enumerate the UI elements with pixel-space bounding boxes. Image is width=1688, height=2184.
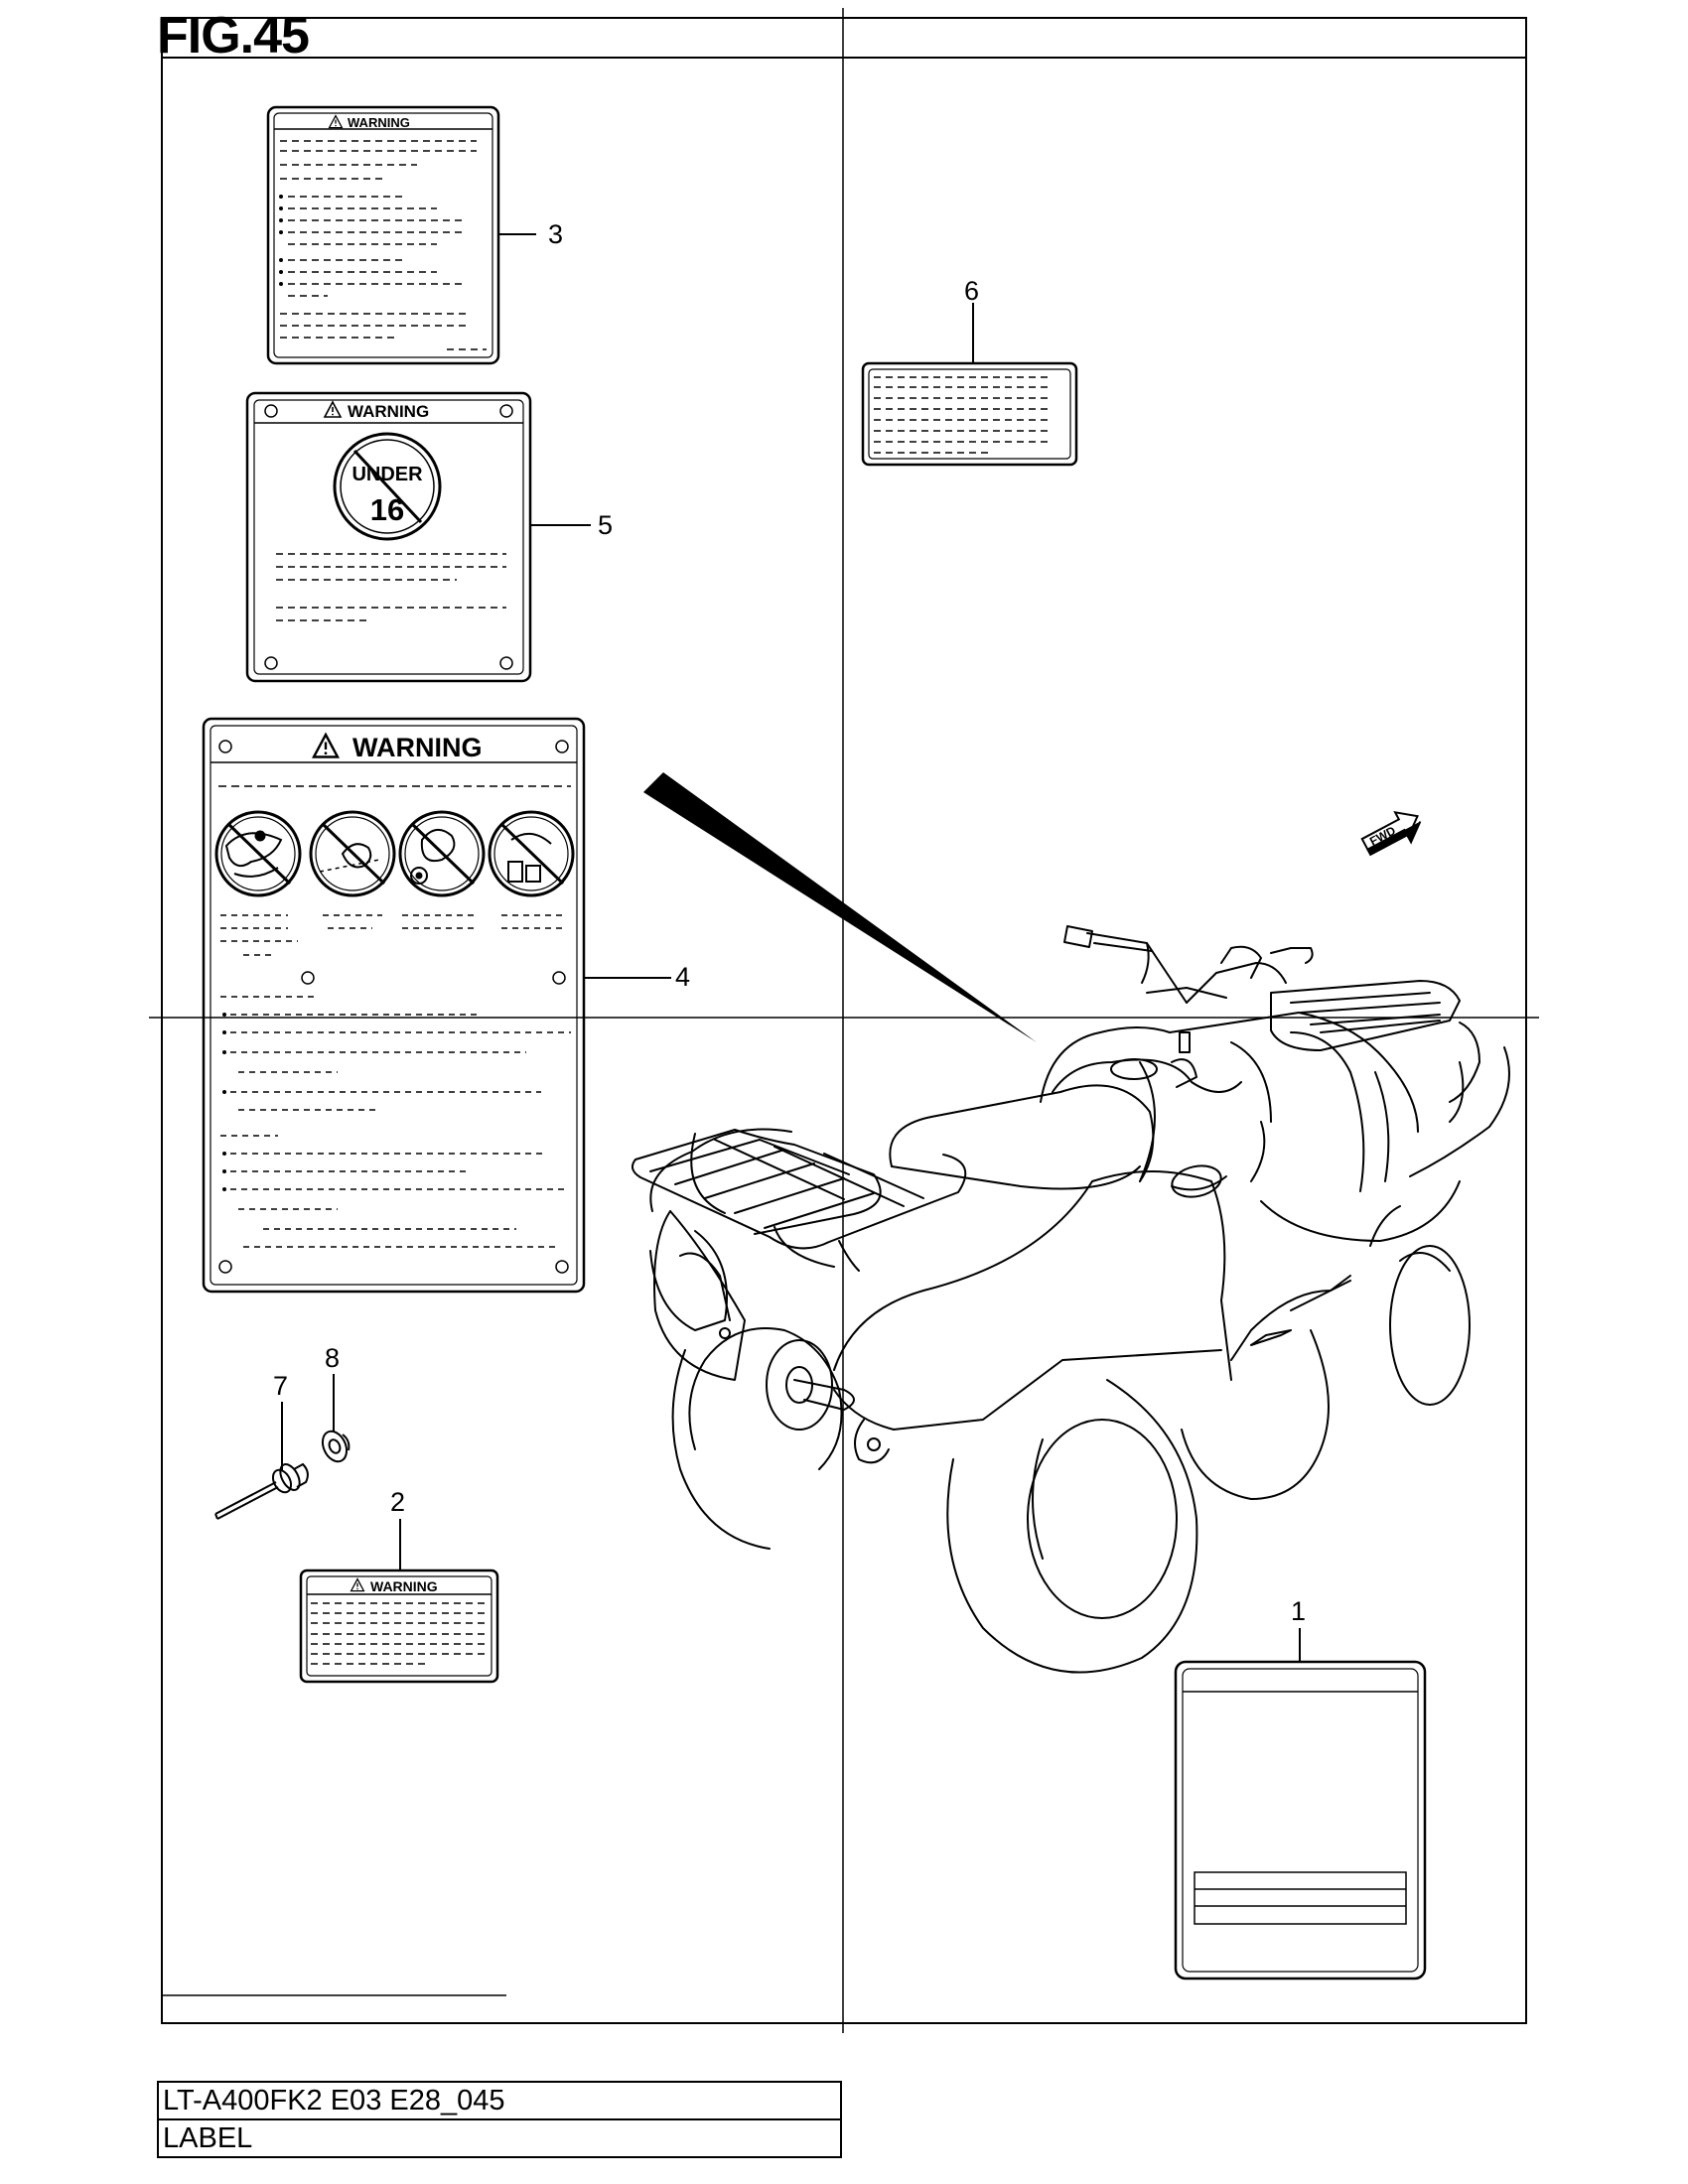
callout-3: 3 [548,219,563,249]
label-6 [861,361,1078,467]
warning-label-2: WARNING [299,1569,499,1684]
drawing-frame [149,8,1539,2033]
leader-lines [281,233,1301,1662]
under-text: UNDER [352,464,423,485]
warning-label-3: WARNING [266,105,500,365]
warning-text: WARNING [352,733,483,762]
callout-4: 4 [675,962,690,992]
rivet-7 [214,1462,309,1520]
callout-8: 8 [325,1343,340,1373]
atv-vehicle [631,925,1510,1674]
callout-2: 2 [390,1487,405,1517]
figure-title: FIG.45 [157,7,310,65]
callout-7: 7 [273,1371,288,1401]
model-code: LT-A400FK2 E03 E28_045 [157,2081,842,2120]
pointer-wedge [643,772,1037,1042]
age-text: 16 [370,492,404,527]
callout-6: 6 [964,276,979,306]
label-1 [1174,1660,1427,1980]
section-name: LABEL [157,2118,842,2158]
callout-5: 5 [598,510,613,540]
warning-text: WARNING [370,1578,438,1594]
callout-1: 1 [1291,1596,1306,1626]
warning-label-4: WARNING [202,717,586,1294]
washer-8 [321,1430,351,1463]
callout-numbers: 3 5 4 6 2 1 7 8 [273,219,1306,1626]
under-16-icon: UNDER 16 [333,432,442,541]
warning-label-5: WARNING UNDER 16 [245,391,532,683]
warning-text: WARNING [348,402,429,421]
warning-text: WARNING [348,115,410,130]
fwd-arrow-icon: FWD [1360,810,1422,857]
prohibition-icons [214,810,575,897]
